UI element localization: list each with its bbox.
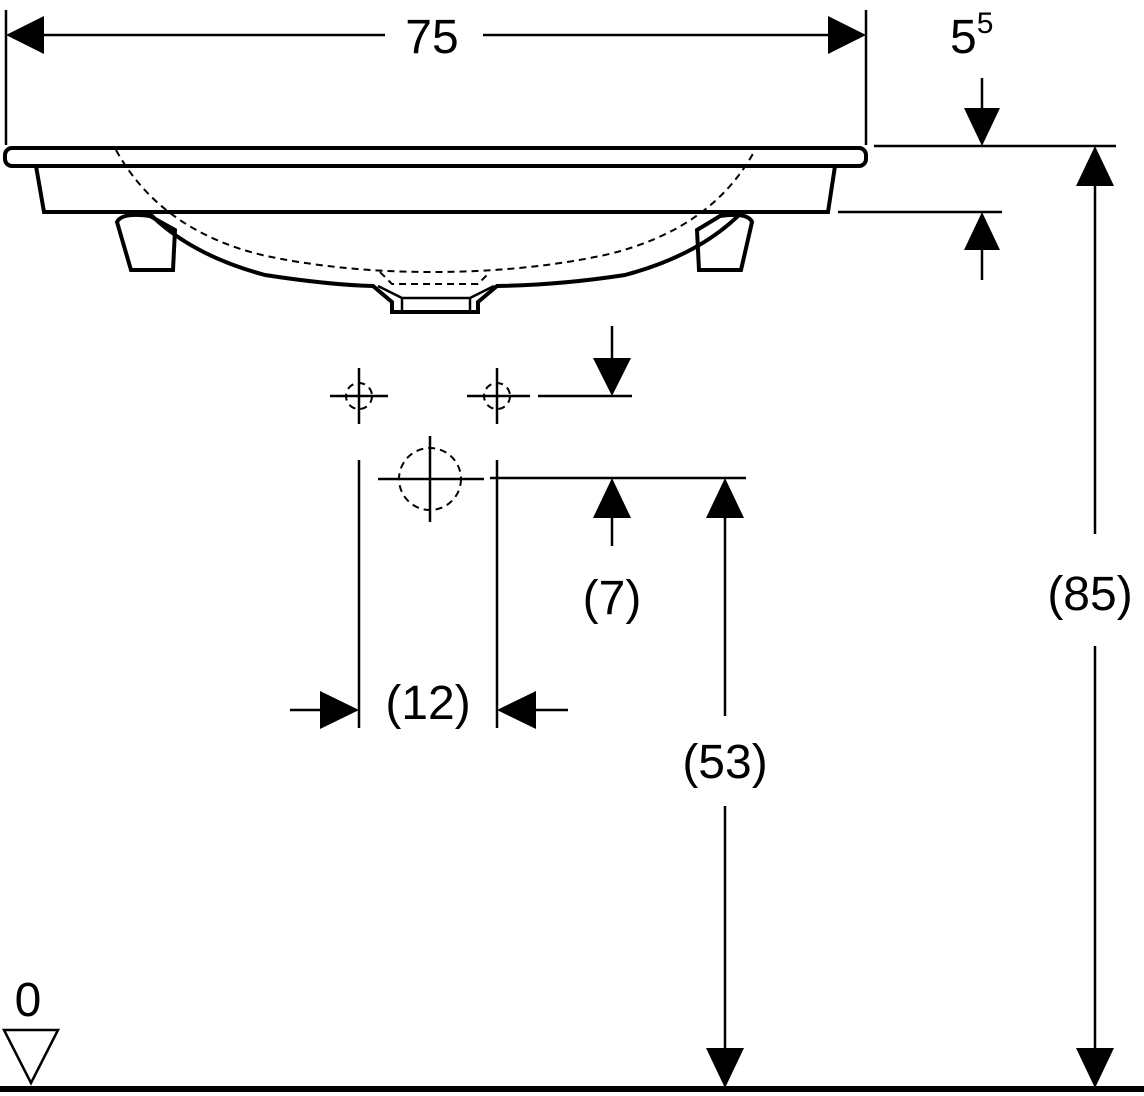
- tap-spacing-dimension: (12): [290, 460, 568, 730]
- rim-thickness-dimension: 55: [838, 7, 1116, 280]
- rim-thickness-base: 5: [950, 11, 977, 64]
- right-tap-hole-symbol: [467, 368, 530, 424]
- tap-offset-label: (7): [583, 572, 642, 625]
- width-dimension: 75: [4, 10, 868, 145]
- rim-top-arrow: [964, 108, 1000, 146]
- width-right-arrow: [828, 16, 866, 54]
- basin-outline: [3, 146, 868, 314]
- width-left-arrow: [6, 16, 44, 54]
- waste-height-dimension: (53): [682, 478, 768, 1088]
- waste-height-top-arrow: [706, 478, 744, 518]
- waste-height-bottom-arrow: [706, 1048, 744, 1088]
- waste-outlet-symbol: [378, 436, 484, 522]
- tap-offset-dimension: (7): [490, 326, 746, 625]
- floor-reference: 0: [0, 974, 1144, 1092]
- waste-height-label: (53): [682, 736, 767, 789]
- width-label: 75: [405, 11, 458, 64]
- tap-offset-top-arrow: [593, 358, 631, 396]
- tap-spacing-label: (12): [385, 677, 470, 730]
- rim-bottom-arrow: [964, 212, 1000, 250]
- tap-offset-bottom-arrow: [593, 478, 631, 518]
- left-tap-hole-symbol: [330, 368, 388, 424]
- tap-spacing-left-arrow: [320, 691, 359, 729]
- floor-level-triangle-icon: [1, 1028, 61, 1086]
- overall-height-top-arrow: [1076, 146, 1114, 186]
- rim-thickness-label: 55: [950, 7, 993, 64]
- overall-height-dimension: (85): [1047, 146, 1133, 1088]
- tap-spacing-right-arrow: [497, 691, 536, 729]
- overall-height-bottom-arrow: [1076, 1048, 1114, 1088]
- rim-thickness-sup: 5: [977, 7, 994, 40]
- overall-height-label: (85): [1047, 568, 1132, 621]
- floor-reference-label: 0: [15, 974, 42, 1027]
